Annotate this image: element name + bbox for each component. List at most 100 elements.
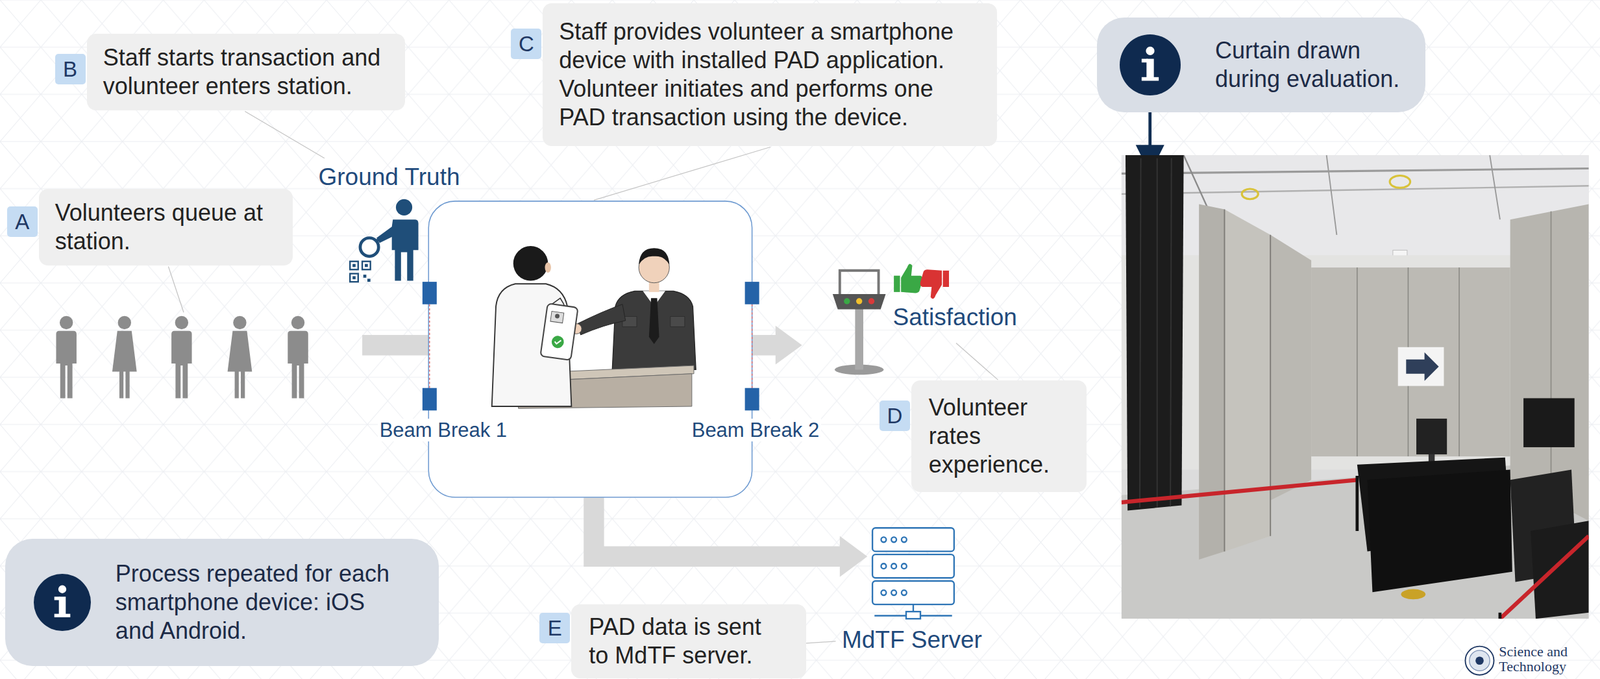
agency-seal — [1469, 650, 1490, 671]
queue-people — [112, 316, 137, 399]
room-photo — [1198, 204, 1225, 560]
thumbs-icon — [900, 263, 923, 293]
room-photo — [1125, 155, 1184, 511]
queue-people — [55, 316, 76, 399]
server-icon — [872, 527, 955, 552]
station-illustration — [670, 316, 685, 328]
ground-truth-icon — [376, 235, 385, 241]
station-illustration — [554, 313, 561, 319]
server-icon — [891, 536, 897, 542]
callout-box: CStaff provides volunteer a smartphone d… — [542, 3, 997, 147]
info-icon — [1145, 46, 1155, 56]
station-illustration — [540, 303, 578, 361]
station-illustration — [554, 339, 561, 345]
station-illustration — [612, 290, 696, 370]
callout-text: PAD data is sent to MdTF server. — [588, 612, 777, 670]
leader-line — [244, 110, 325, 158]
room-photo — [1550, 211, 1552, 501]
info-icon — [1119, 34, 1181, 96]
diagram-label: MdTF Server — [841, 626, 983, 655]
room-photo — [1510, 204, 1589, 522]
ground-truth-icon — [367, 278, 371, 282]
room-photo — [1400, 589, 1426, 600]
station-illustration — [577, 304, 626, 335]
server-icon — [872, 580, 955, 605]
server-icon — [880, 563, 887, 569]
info-text: Process repeated for each smartphone dev… — [115, 559, 402, 646]
leader-line — [593, 147, 771, 201]
beam-break-sensor — [422, 281, 760, 411]
info-text: Curtain drawn during evaluation. — [1215, 36, 1410, 94]
room-photo — [1530, 520, 1589, 619]
station-box — [428, 201, 752, 498]
kiosk-icon — [843, 297, 850, 304]
callout-letter: A — [7, 206, 38, 237]
callout-text: Staff starts transaction and volunteer e… — [103, 43, 396, 101]
callout-letter: B — [55, 53, 86, 85]
callout-letter: E — [539, 612, 570, 644]
room-photo — [1405, 352, 1439, 382]
room-photo — [1389, 175, 1410, 189]
info-icon — [1141, 58, 1148, 63]
station-illustration — [550, 310, 565, 323]
beam-break-sensor — [422, 388, 437, 411]
queue-people — [171, 316, 192, 399]
ground-truth-icon — [362, 261, 371, 271]
callout-text: Staff provides volunteer a smartphone de… — [558, 17, 975, 132]
room-photo — [1121, 185, 1589, 195]
room-photo — [1355, 475, 1359, 531]
callout-text: Volunteer rates experience. — [928, 393, 1081, 480]
ground-truth-icon — [363, 274, 367, 278]
server-icon — [880, 590, 887, 596]
room-photo — [1489, 155, 1501, 220]
room-photo — [1121, 155, 1589, 619]
room-photo — [1326, 155, 1338, 235]
info-icon — [33, 573, 91, 631]
room-photo — [1356, 267, 1358, 457]
server-icon — [872, 554, 955, 578]
ground-truth-icon — [349, 261, 359, 271]
info-icon — [1141, 77, 1159, 82]
callout-letter: D — [879, 400, 911, 431]
leader-line — [168, 266, 184, 313]
server-icon — [912, 604, 914, 612]
diagram-label: Ground Truth — [318, 163, 460, 192]
thumbs-icon — [943, 270, 949, 287]
info-box: Process repeated for each smartphone dev… — [5, 538, 439, 666]
beam-break-sensor — [422, 281, 437, 305]
room-photo — [1241, 188, 1258, 200]
ground-truth-icon — [360, 237, 379, 256]
server-icon — [901, 563, 907, 569]
station-box — [428, 201, 752, 498]
info-icon — [58, 585, 67, 594]
room-photo — [1500, 536, 1589, 619]
station-illustration — [492, 246, 696, 409]
ground-truth-icon — [395, 199, 413, 216]
room-photo — [1121, 155, 1589, 619]
server-icon — [874, 614, 907, 616]
kiosk-icon — [832, 294, 887, 310]
server-icon — [901, 536, 907, 542]
room-photo — [1156, 158, 1158, 508]
callout-box: AVolunteers queue at station. — [38, 188, 293, 266]
leader-line — [956, 343, 998, 381]
station-illustration — [551, 334, 565, 349]
beam-break-sensor — [429, 304, 430, 389]
agency-seal — [1475, 656, 1484, 665]
server-icon — [906, 611, 921, 619]
kiosk-icon — [868, 297, 875, 304]
agency-seal — [1464, 646, 1494, 676]
station-illustration — [513, 246, 548, 281]
beam-break-sensor — [745, 281, 760, 305]
server-icon — [891, 590, 897, 596]
ground-truth-icon — [352, 264, 356, 268]
station-illustration — [544, 262, 551, 273]
server-icon — [872, 527, 955, 619]
agency-seal — [1464, 646, 1494, 676]
queue-people — [227, 316, 253, 399]
callout-letter: C — [510, 28, 542, 60]
room-photo — [1311, 267, 1511, 457]
callout-box: DVolunteer rates experience. — [911, 380, 1087, 493]
kiosk-icon — [832, 270, 887, 375]
